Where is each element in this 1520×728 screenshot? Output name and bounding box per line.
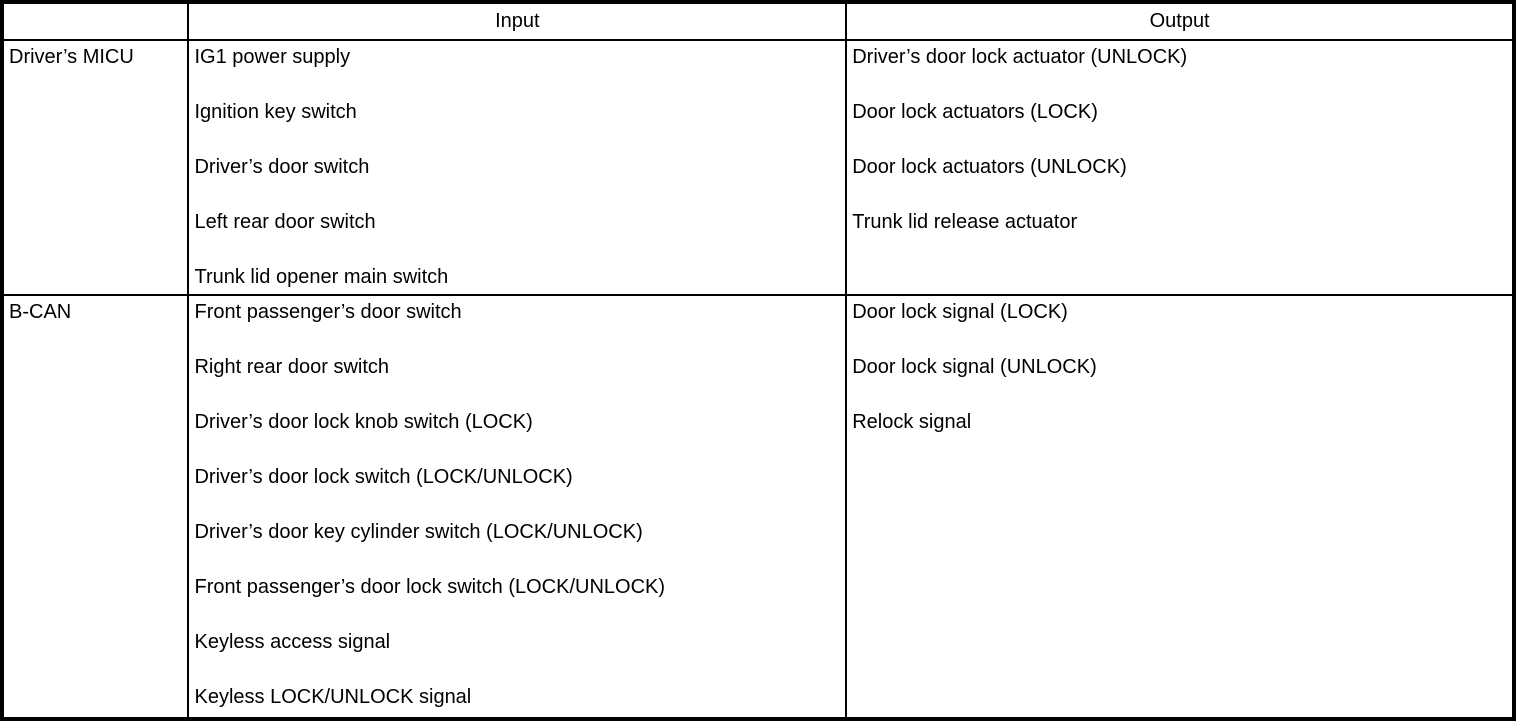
cell-item: Driver’s door lock knob switch (LOCK) [194,411,533,433]
output-cell: Driver’s door lock actuator (UNLOCK) Door… [845,39,1515,296]
cell-item: Right rear door switch [194,356,390,378]
source-cell: Driver’s MICU [0,39,190,296]
source-cell: B-CAN [0,294,190,720]
cell-item: Trunk lid opener main switch [194,266,449,288]
cell-item: Door lock actuators (UNLOCK) [852,156,1127,178]
output-column-header: Output [845,1,1515,41]
cell-item: Driver’s door lock switch (LOCK/UNLOCK) [194,466,573,488]
cell-item: Driver’s door lock actuator (UNLOCK) [852,46,1188,68]
cell-item: Ignition key switch [194,101,357,123]
cell-item: Driver’s door key cylinder switch (LOCK/… [194,521,643,543]
cell-item: Keyless LOCK/UNLOCK signal [194,686,472,708]
output-cell: Door lock signal (LOCK) Door lock signal … [845,294,1515,720]
input-column-header: Input [187,1,848,41]
source-column-header [0,1,190,41]
cell-item: Relock signal [852,411,972,433]
source-label: Driver’s MICU [9,46,134,68]
cell-item: Front passenger’s door lock switch (LOCK… [194,576,666,598]
cell-item: Keyless access signal [194,631,391,653]
cell-item: IG1 power supply [194,46,351,68]
cell-item: Door lock signal (UNLOCK) [852,356,1097,378]
cell-item: Door lock signal (LOCK) [852,301,1068,323]
header-row: Input Output [0,1,1515,41]
source-label: B-CAN [9,301,72,323]
cell-item: Door lock actuators (LOCK) [852,101,1098,123]
cell-item: Front passenger’s door switch [194,301,462,323]
cell-item: Trunk lid release actuator [852,211,1078,233]
cell-item: Left rear door switch [194,211,376,233]
cell-item: Driver’s door switch [194,156,370,178]
